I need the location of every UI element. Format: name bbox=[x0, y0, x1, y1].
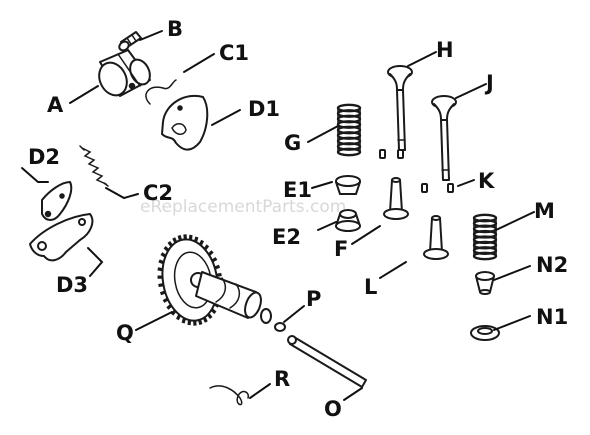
label-b: B bbox=[167, 17, 183, 41]
part-j-valve bbox=[431, 95, 457, 181]
part-m-spring bbox=[472, 213, 498, 261]
part-l-guide bbox=[423, 215, 449, 260]
label-d3: D3 bbox=[56, 273, 88, 297]
label-l: L bbox=[364, 275, 377, 299]
label-a: A bbox=[47, 93, 64, 117]
label-c2: C2 bbox=[143, 181, 173, 205]
part-r-wire bbox=[209, 385, 250, 406]
label-o: O bbox=[324, 397, 342, 421]
callout-labels: A B C1 D1 D2 C2 D3 G H J E1 K M E2 F N2 … bbox=[28, 17, 568, 421]
part-n1-seat bbox=[470, 325, 500, 341]
part-a-cylinder bbox=[98, 49, 151, 97]
part-p-washer bbox=[274, 322, 286, 332]
label-e1: E1 bbox=[283, 178, 312, 202]
label-g: G bbox=[284, 131, 301, 155]
label-d2: D2 bbox=[28, 145, 60, 169]
part-e2-seat bbox=[335, 209, 361, 232]
label-n2: N2 bbox=[536, 253, 568, 277]
part-f-guide bbox=[383, 177, 409, 220]
label-q: Q bbox=[116, 321, 134, 345]
part-h-valve bbox=[387, 65, 413, 151]
label-c1: C1 bbox=[219, 41, 249, 65]
spring-coil bbox=[336, 147, 362, 157]
label-k: K bbox=[478, 169, 495, 193]
spring-coil bbox=[472, 251, 498, 261]
label-h: H bbox=[436, 38, 454, 62]
part-b-pin bbox=[118, 31, 142, 52]
label-j: J bbox=[484, 71, 494, 95]
label-e2: E2 bbox=[272, 225, 301, 249]
part-n2-retainer bbox=[475, 271, 495, 295]
part-d1-plate bbox=[161, 94, 209, 151]
label-m: M bbox=[534, 199, 555, 223]
part-c1-clip bbox=[145, 79, 177, 105]
part-d3-plate bbox=[29, 213, 94, 262]
part-o-rod bbox=[287, 335, 367, 388]
part-c2-spring bbox=[79, 145, 109, 187]
watermark: eReplacementParts.com bbox=[140, 197, 346, 217]
label-p: P bbox=[306, 287, 321, 311]
label-f: F bbox=[334, 237, 348, 261]
part-g-spring bbox=[336, 103, 362, 157]
leader-lines bbox=[21, 30, 535, 401]
part-k-keepers bbox=[379, 149, 454, 193]
part-q-shaft bbox=[195, 271, 272, 324]
part-e1-retainer bbox=[335, 175, 361, 195]
label-n1: N1 bbox=[536, 305, 568, 329]
label-r: R bbox=[274, 367, 290, 391]
label-d1: D1 bbox=[248, 97, 280, 121]
part-d2-lever bbox=[41, 181, 73, 221]
